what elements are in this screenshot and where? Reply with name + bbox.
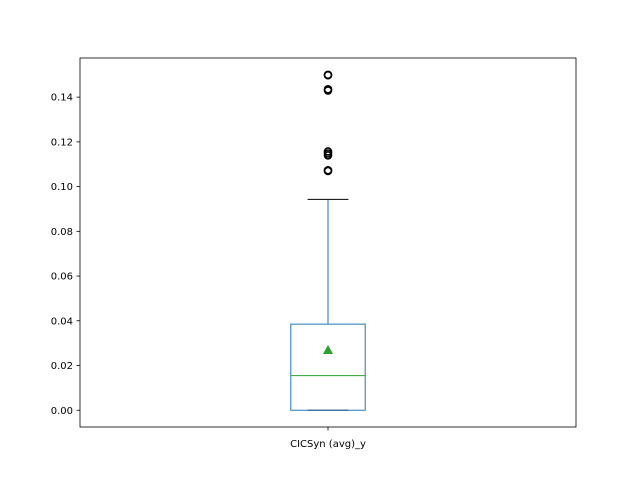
plot-area	[290, 70, 366, 411]
y-tick-label: 0.14	[51, 93, 73, 104]
y-tick-label: 0.08	[51, 227, 73, 238]
y-tick-label: 0.12	[51, 137, 73, 148]
mean-marker	[322, 344, 334, 355]
outlier-point	[323, 147, 333, 156]
x-tick-label: CICSyn (avg)_y	[290, 439, 366, 450]
y-axis: 0.00 0.02 0.04 0.06 0.08 0.10 0.12 0.14	[51, 93, 80, 417]
y-tick-label: 0.04	[51, 316, 73, 327]
y-tick-label: 0.10	[51, 182, 73, 193]
outlier-point	[323, 85, 333, 94]
y-tick-label: 0.02	[51, 361, 73, 372]
outlier-point	[323, 70, 333, 80]
iqr-box	[290, 323, 366, 411]
outlier-point	[323, 165, 333, 175]
y-tick-label: 0.06	[51, 272, 73, 283]
y-tick-label: 0.00	[51, 406, 73, 417]
x-axis: CICSyn (avg)_y	[290, 427, 366, 450]
